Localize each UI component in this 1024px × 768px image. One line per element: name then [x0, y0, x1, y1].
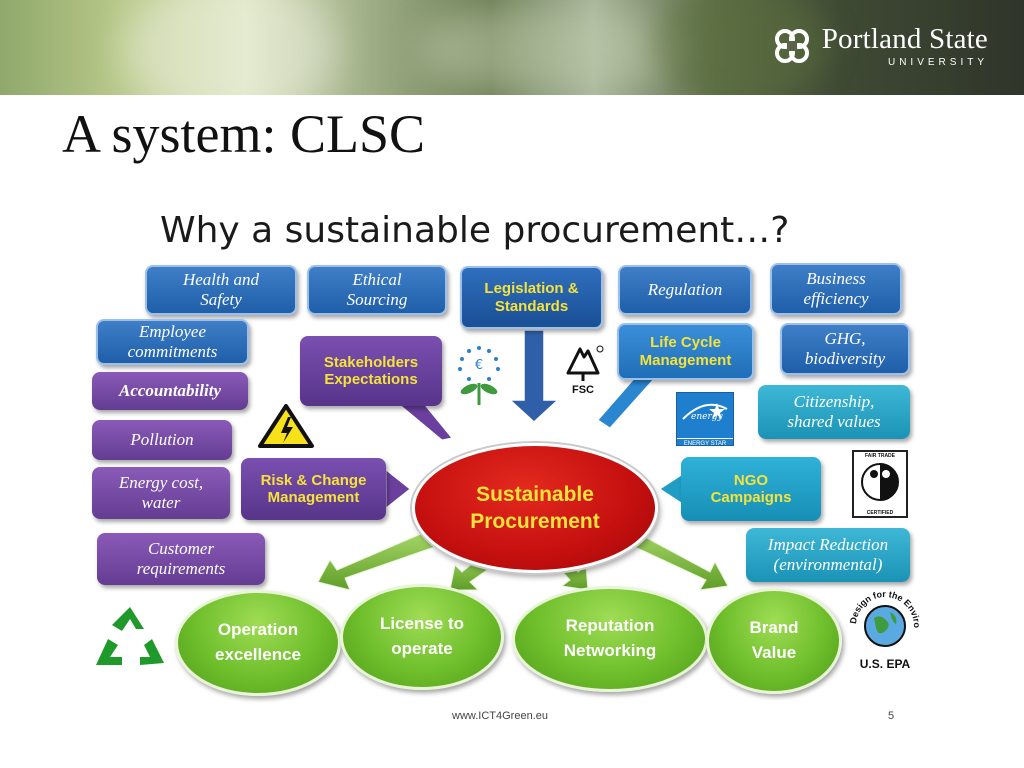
warning-icon: [258, 404, 314, 448]
box-citizenship-shared-values: Citizenship,shared values: [758, 385, 910, 439]
box-accountability: Accountability: [92, 372, 248, 410]
psu-logo-icon: [774, 29, 809, 63]
fsc-logo-icon: FSC: [558, 343, 608, 399]
fair-trade-logo-icon: FAIR TRADE CERTIFIED: [852, 450, 908, 518]
box-impact-reduction: Impact Reduction(environmental): [746, 528, 910, 582]
university-logo: Portland State UNIVERSITY: [770, 24, 988, 68]
footer-page-number: 5: [888, 710, 895, 722]
energy-star-logo-icon: energy ENERGY STAR: [676, 392, 734, 447]
slide-title: A system: CLSC: [62, 104, 426, 164]
outcome-arrow-1: [317, 529, 441, 591]
stakeholders-arrow: [398, 404, 453, 441]
legislation-arrow: [508, 329, 560, 424]
recycle-icon: [96, 607, 164, 665]
box-legislation-standards: Legislation &Standards: [460, 266, 603, 329]
svg-text:€: €: [475, 358, 483, 373]
risk-arrow: [385, 468, 411, 510]
diagram-title: Why a sustainable procurement…?: [160, 210, 790, 251]
box-regulation: Regulation: [618, 265, 752, 315]
university-sub: UNIVERSITY: [887, 56, 988, 68]
header-banner: Portland State UNIVERSITY: [0, 0, 1024, 95]
eu-ecolabel-icon: €: [458, 346, 500, 405]
box-energy-cost-water: Energy cost,water: [92, 467, 230, 519]
box-ghg-biodiversity: GHG,biodiversity: [780, 323, 910, 375]
box-pollution: Pollution: [92, 420, 232, 460]
svg-text:energy: energy: [691, 412, 724, 422]
epa-design-for-environment-logo-icon: Design for the Environment U.S. EPA: [838, 580, 928, 671]
footer-url: www.ICT4Green.eu: [452, 710, 548, 722]
university-name: Portland State: [821, 22, 988, 55]
center-sustainable-procurement: Sustainable Procurement: [412, 443, 658, 573]
